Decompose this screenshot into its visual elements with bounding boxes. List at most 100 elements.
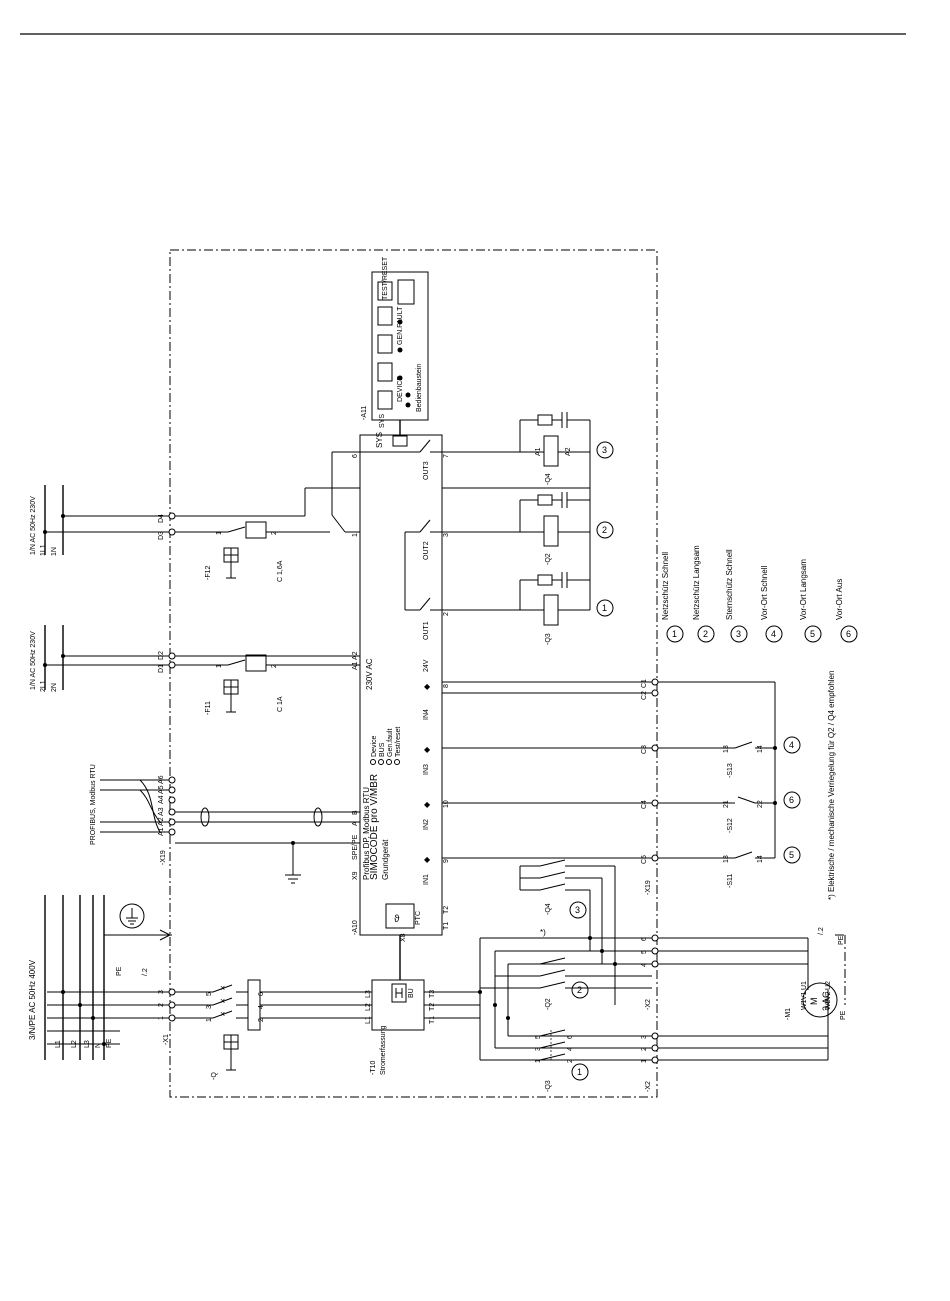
q-pin: 1 [206,1018,213,1022]
motor-phases: 3 AC [821,991,831,1011]
motor-m: M [809,998,819,1006]
out1-label: OUT1 [423,621,430,640]
x19-label: -X19 [160,850,167,865]
f11-pin: 2 [271,664,278,668]
sim-sys: SYS [375,432,384,448]
in4-label: IN4 [423,709,430,720]
x1-label: -X1 [163,1034,170,1045]
x19-pin: A6 [158,775,165,784]
x1-pin: 3 [158,990,165,994]
sim-led-bus: BUS [379,742,386,757]
sim-pin: A2 [352,651,359,660]
thermistor-icon: ϑ [394,914,400,925]
sim-bus: Profibus DP, Modbus RTU [362,787,371,880]
f11-label: -F11 [205,701,212,715]
x19-pin: A3 [158,807,165,816]
svg-text:3: 3 [575,905,580,915]
a11-label: -A11 [361,406,368,420]
d-pin: D2 [158,651,165,660]
ctrl1-label: 1/N AC 50Hz 230V [30,631,37,690]
pb-pin: 13 [723,855,730,863]
svg-text:◆: ◆ [424,745,431,754]
control-supply-2: 1/N AC 50Hz 230V 1L1 1N [30,485,172,556]
m1-label: -M1 [785,1008,792,1020]
x19c-pin: C4 [641,800,648,809]
panel-sys: SYS [379,414,386,428]
legend-item: 5 Vor-Ort Langsam [799,559,822,643]
s11-label: -S11 [727,874,734,888]
sim-title: SIMOCODE pro V/MBR [369,774,380,880]
t10-name: Stromerfassung [380,1025,387,1075]
motor-pin: U2 [825,981,832,990]
x1-pin: 1 [158,1016,165,1020]
ctrl1-l1: 2L1 [40,680,47,692]
f12-label: -F12 [205,566,212,581]
legend-item: 6 Vor-Ort Aus [835,579,858,643]
x2b-label: -X2 [645,1081,652,1092]
q3-pin: 6 [567,1035,574,1039]
x19-pin: A4 [158,795,165,804]
sim-x9: X9 [352,871,359,880]
d-pin: D4 [158,514,165,523]
legend-item: 4 Vor-Ort Schnell [760,566,783,643]
x2-label: -X2 [645,999,652,1010]
pb-pin: 14 [757,855,764,863]
breaker-f11: -F11 C 1A 1 2 [175,654,360,715]
f12-pin: 2 [271,531,278,535]
q4-coil-label: -Q4 [545,473,552,485]
t10-pin: T2 [429,1003,436,1011]
sim-pin: 6 [352,454,359,458]
contactor-q4: -Q4 *) 3 [519,859,617,1005]
svg-text:1: 1 [602,603,607,613]
svg-text:◆: ◆ [424,855,431,864]
legend-num: 6 [846,629,851,639]
sim-pin: 9 [443,859,450,863]
x19-pin: A1 [158,827,165,836]
t10-pin: T1 [429,1016,436,1024]
terminals-d: D1 D2 D3 D4 [158,512,176,673]
a10-label: -A10 [352,920,359,935]
x2-pin: 1 [641,1059,648,1063]
x2-pin: 2 [641,1047,648,1051]
star-mark: *) [540,928,546,937]
svg-text:3: 3 [602,445,607,455]
s13-label: -S13 [727,763,734,778]
panel-led-genfault: GEN.FAULT [397,306,404,345]
breaker-f12: -F12 C 1,6A 1 2 [175,487,590,582]
d-pin: D1 [158,664,165,673]
legend-item: 2 Netzschütz Langsam [692,545,715,643]
local-control: -X19 C1 C2 C3 C4 C5 -S13 -S12 -S11 13 14… [641,678,801,895]
in2-label: IN2 [423,819,430,830]
coil-pin: A2 [565,447,572,456]
x19c-pin: C1 [641,679,648,688]
q2-label: -Q2 [545,998,552,1010]
legend-num: 1 [672,629,677,639]
main-supply: 3/N/PE AC 50Hz 400V L1 L2 L3 N PE [28,895,172,1060]
x19c-pin: C3 [641,745,648,754]
terminal-strip-x1: -X1 1 2 3 [158,988,176,1045]
sim-pin: SPE/PE [352,834,359,860]
svg-text:×: × [220,996,225,1006]
ctrl2-n: 1N [51,547,58,556]
pb-ref-6 [783,791,801,809]
legend-item: 1 Netzschütz Schnell [661,552,684,643]
svg-text:×: × [220,983,225,993]
motor-pin: V1 [801,991,808,1000]
s12-label: -S12 [727,818,734,833]
current-module-t10: BU L1 L2 L3 T1 T2 T3 Stromerfassung -T10 [365,927,480,1076]
legend-num: 2 [703,629,708,639]
t10-label: -T10 [370,1061,377,1076]
q-pin: 4 [258,1005,265,1009]
simocode-base-unit: SIMOCODE pro V/MBR Grundgerät Profibus D… [331,420,652,942]
pb-pin: 21 [723,800,730,808]
svg-text:2: 2 [602,525,607,535]
q-pin: 2 [258,1018,265,1022]
sim-t2: T2 [443,906,450,914]
d-pin: D3 [158,531,165,540]
earth-circle-icon [119,903,145,929]
panel-btn1: TEST/RESET [382,256,389,300]
enclosure-frame [169,249,658,1098]
motor-pin: W1 [801,999,808,1010]
out3-label: OUT3 [423,461,430,480]
